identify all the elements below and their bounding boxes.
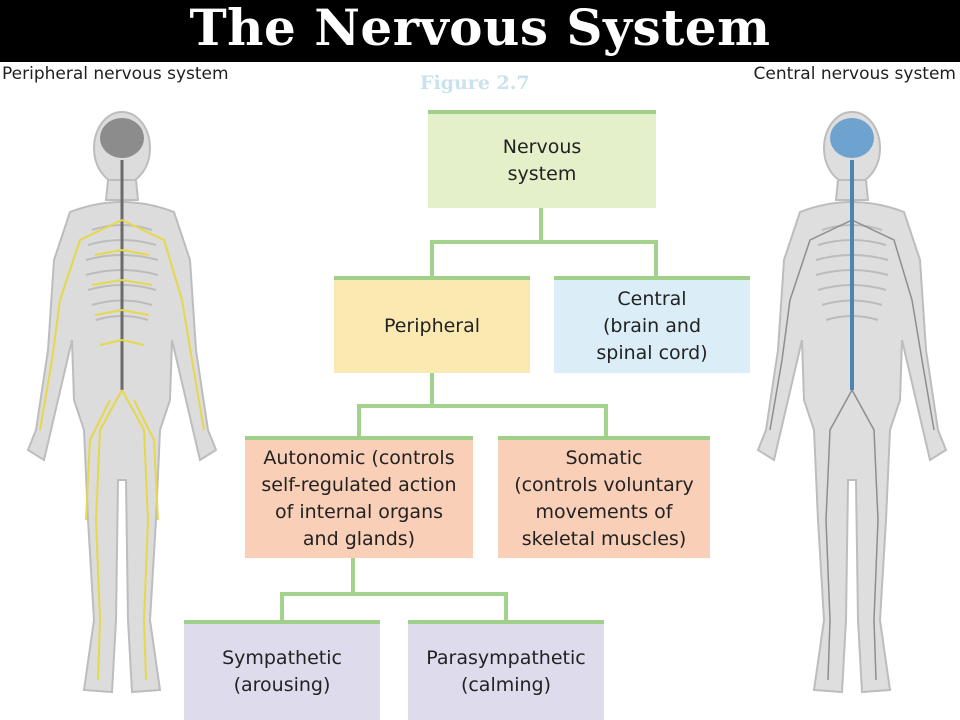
left-brain bbox=[100, 118, 144, 158]
central-label: Central (brain and spinal cord) bbox=[596, 288, 708, 364]
central-box: Central (brain and spinal cord) bbox=[554, 276, 750, 373]
left-peripheral-nerves bbox=[39, 219, 205, 681]
peripheral-figure-label: Peripheral nervous system bbox=[2, 64, 229, 84]
central-body-illustration bbox=[756, 111, 948, 694]
autonomic-box: Autonomic (controls self-regulated actio… bbox=[245, 436, 473, 558]
parasympathetic-box: Parasympathetic (calming) bbox=[408, 620, 604, 720]
figure-number: Figure 2.7 bbox=[420, 72, 530, 94]
peripheral-label: Peripheral bbox=[383, 315, 481, 337]
connector-peripheral-children bbox=[357, 373, 608, 436]
peripheral-box: Peripheral bbox=[334, 276, 530, 373]
connector-root-children bbox=[430, 208, 658, 276]
page-title: The Nervous System bbox=[189, 0, 771, 57]
somatic-label: Somatic (controls voluntary movements of… bbox=[514, 447, 694, 550]
sympathetic-box: Sympathetic (arousing) bbox=[184, 620, 380, 720]
right-gray-nerves bbox=[769, 219, 935, 681]
nervous-system-label: Nervous system bbox=[502, 136, 582, 185]
autonomic-label: Autonomic (controls self-regulated actio… bbox=[261, 447, 457, 550]
central-figure-label: Central nervous system bbox=[753, 64, 956, 84]
right-brain bbox=[830, 118, 874, 158]
somatic-box: Somatic (controls voluntary movements of… bbox=[498, 436, 710, 558]
connector-autonomic-children bbox=[280, 558, 508, 620]
sympathetic-label: Sympathetic (arousing) bbox=[222, 647, 342, 696]
parasympathetic-label: Parasympathetic (calming) bbox=[426, 647, 586, 696]
peripheral-body-illustration bbox=[26, 111, 218, 694]
title-bar bbox=[0, 0, 960, 62]
nervous-system-box: Nervous system bbox=[428, 110, 656, 208]
